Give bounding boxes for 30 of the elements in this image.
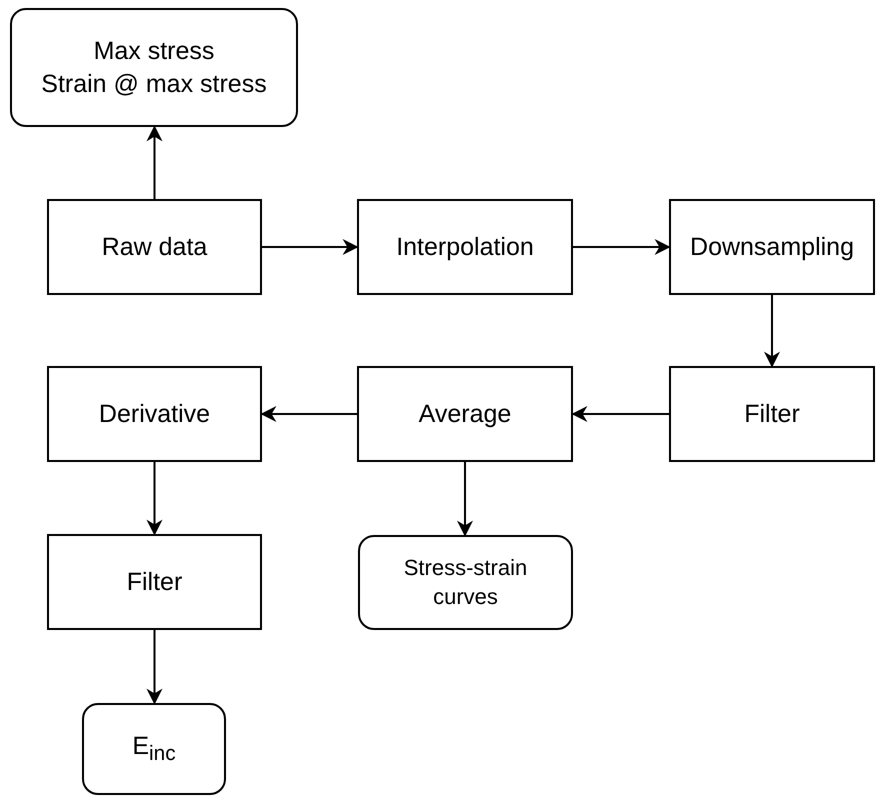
node-label: Interpolation [396, 232, 534, 263]
node-label: Raw data [102, 232, 208, 263]
node-label: Filter [744, 398, 800, 430]
arrow [573, 239, 671, 255]
node-label: Average [418, 398, 512, 430]
arrow [457, 462, 473, 537]
process-box [47, 366, 262, 462]
process-box [669, 366, 875, 462]
node-label: Derivative [98, 398, 210, 430]
output-box [10, 8, 298, 127]
arrow [262, 239, 359, 255]
node-label: Downsampling [690, 232, 854, 263]
process-box [47, 199, 262, 295]
node-label: Stress-strain curves [402, 554, 528, 610]
arrow [764, 295, 780, 368]
process-box [357, 199, 573, 295]
node-label: Max stress [94, 36, 214, 67]
process-box [47, 534, 262, 630]
process-box [669, 199, 875, 295]
arrow [146, 630, 162, 705]
arrow [146, 462, 162, 536]
output-box [82, 703, 226, 795]
output-box [358, 535, 573, 630]
process-box [357, 366, 573, 462]
arrow [146, 125, 162, 199]
arrow [260, 406, 357, 422]
arrow [571, 406, 669, 422]
node-label: Strain @ max stress [41, 68, 267, 100]
node-label: E$_{inc}$ [132, 731, 176, 768]
node-label: Filter [126, 566, 182, 598]
